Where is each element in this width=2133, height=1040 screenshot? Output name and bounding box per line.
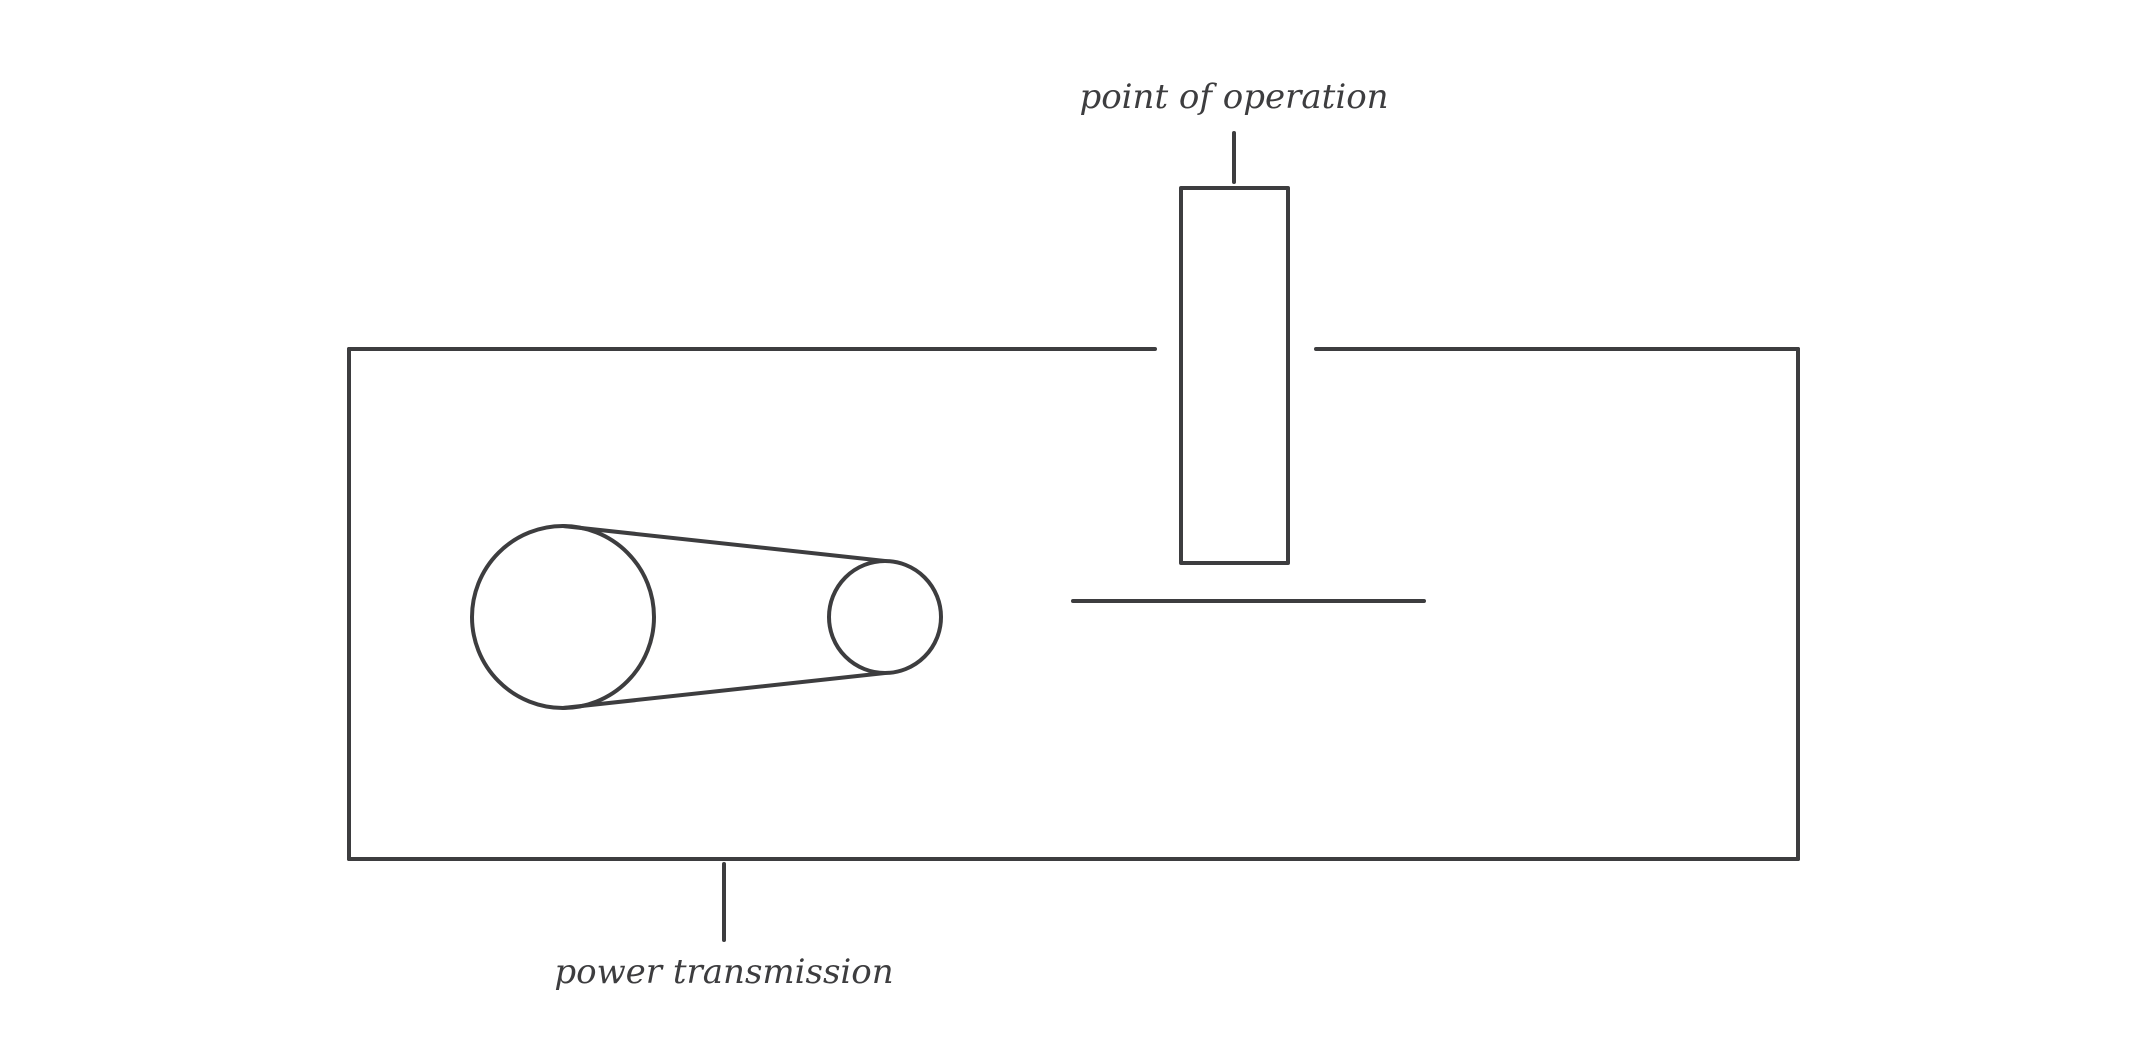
machine-housing xyxy=(347,347,1800,861)
belt-lower-run xyxy=(561,671,887,710)
small-pulley xyxy=(827,559,943,675)
ram-tool xyxy=(1179,186,1290,565)
power-transmission-label: power transmission xyxy=(554,952,893,992)
point-of-operation-label: point of operation xyxy=(1079,77,1388,117)
large-pulley xyxy=(470,524,656,710)
belt-drive xyxy=(470,524,943,710)
belt-upper-run xyxy=(561,524,887,563)
